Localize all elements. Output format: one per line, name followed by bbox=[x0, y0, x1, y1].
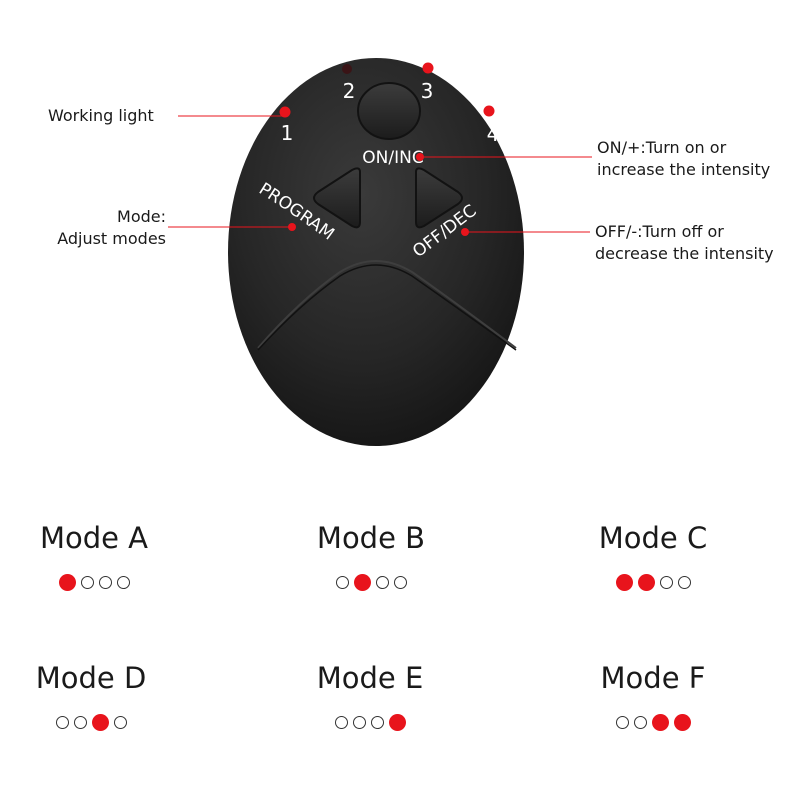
mode-indicator-dot-on bbox=[353, 573, 371, 591]
light-number-3: 3 bbox=[421, 79, 434, 103]
lower-panel-seam bbox=[257, 260, 517, 349]
mode-indicator-dot-on bbox=[673, 713, 691, 731]
mode-desc-text: Adjust modes bbox=[57, 229, 166, 248]
device-body bbox=[228, 58, 524, 446]
mode-indicator-dot-off bbox=[375, 575, 389, 589]
mode-indicator-dot-off bbox=[659, 575, 673, 589]
light-number-4: 4 bbox=[487, 122, 500, 146]
mode-indicator-dot-off bbox=[116, 575, 130, 589]
mode-indicator-dot-on bbox=[58, 573, 76, 591]
mode-indicator-dot-on bbox=[388, 713, 406, 731]
mode-indicator-dot-off bbox=[677, 575, 691, 589]
mode-e-dots bbox=[270, 713, 470, 731]
mode-indicator-dot-off bbox=[98, 575, 112, 589]
mode-c-dots bbox=[553, 573, 753, 591]
mode-indicator-dot-off bbox=[615, 715, 629, 729]
working-light-led-4 bbox=[483, 105, 495, 117]
mode-a-label: Mode A bbox=[39, 521, 149, 555]
callout-on: ON/+:Turn on or increase the intensity bbox=[597, 137, 770, 181]
off-dec-pointer-dot bbox=[461, 228, 469, 236]
mode-d-label: Mode D bbox=[35, 661, 147, 695]
mode-indicator-dot-off bbox=[334, 715, 348, 729]
program-triangle-button[interactable] bbox=[313, 167, 361, 229]
mode-indicator-dot-off bbox=[73, 715, 87, 729]
mode-indicator-dot-off bbox=[335, 575, 349, 589]
program-pointer-dot bbox=[288, 223, 296, 231]
mode-indicator-dot-off bbox=[393, 575, 407, 589]
on-inc-pointer-dot bbox=[416, 153, 424, 161]
mode-b: Mode B bbox=[271, 521, 471, 591]
mode-indicator-dot-on bbox=[91, 713, 109, 731]
on-desc-text: increase the intensity bbox=[597, 160, 771, 179]
mode-f-dots bbox=[553, 713, 753, 731]
mode-d: Mode D bbox=[0, 661, 191, 731]
working-light-led-2 bbox=[342, 64, 352, 74]
mode-f-label: Mode F bbox=[600, 661, 706, 695]
callout-mode: Mode: Adjust modes bbox=[30, 206, 166, 250]
mode-indicator-dot-off bbox=[80, 575, 94, 589]
mode-c-label: Mode C bbox=[598, 521, 708, 555]
callout-off: OFF/-:Turn off or decrease the intensity bbox=[595, 221, 774, 265]
mode-a-dots bbox=[0, 573, 194, 591]
mode-b-label: Mode B bbox=[316, 521, 426, 555]
mode-b-dots bbox=[271, 573, 471, 591]
mode-indicator-dot-off bbox=[633, 715, 647, 729]
device-illustration: 1 2 3 4 ON/INC PROGRAM OFF/DEC bbox=[168, 58, 592, 446]
mode-indicator-dot-on bbox=[615, 573, 633, 591]
callout-pointers bbox=[288, 153, 469, 236]
mode-c: Mode C bbox=[553, 521, 753, 591]
callout-working-light: Working light bbox=[48, 105, 154, 127]
mode-indicator-dot-on bbox=[637, 573, 655, 591]
mode-d-dots bbox=[0, 713, 191, 731]
mode-indicator-dot-on bbox=[651, 713, 669, 731]
working-light-led-1 bbox=[279, 106, 291, 118]
off-triangle-button[interactable] bbox=[415, 167, 463, 229]
mode-indicator-dot-off bbox=[55, 715, 69, 729]
top-button[interactable] bbox=[357, 82, 421, 140]
mode-e-label: Mode E bbox=[316, 661, 424, 695]
mode-f: Mode F bbox=[553, 661, 753, 731]
working-light-led-3 bbox=[422, 62, 434, 74]
light-number-2: 2 bbox=[343, 79, 356, 103]
mode-e: Mode E bbox=[270, 661, 470, 731]
mode-indicator-dot-off bbox=[352, 715, 366, 729]
off-title-text: OFF/-:Turn off or bbox=[595, 222, 724, 241]
mode-title-text: Mode: bbox=[117, 207, 166, 226]
callout-lines bbox=[168, 115, 592, 233]
off-desc-text: decrease the intensity bbox=[595, 244, 774, 263]
mode-a: Mode A bbox=[0, 521, 194, 591]
mode-indicator-dot-off bbox=[113, 715, 127, 729]
on-inc-label: ON/INC bbox=[362, 148, 423, 168]
light-number-1: 1 bbox=[281, 121, 294, 145]
on-title-text: ON/+:Turn on or bbox=[597, 138, 727, 157]
working-light-text: Working light bbox=[48, 106, 154, 125]
mode-indicator-dot-off bbox=[370, 715, 384, 729]
